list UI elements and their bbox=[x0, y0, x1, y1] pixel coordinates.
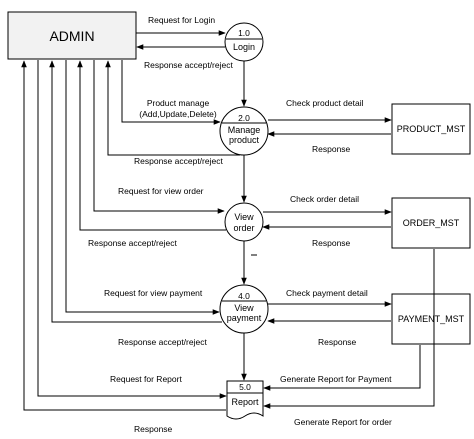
process-payment-label-1: View bbox=[234, 303, 254, 313]
flow-response-payment: Response accept/reject bbox=[49, 60, 222, 347]
admin-label: ADMIN bbox=[49, 28, 94, 44]
flow-product-manage-arrow bbox=[121, 60, 221, 125]
process-order-circle bbox=[224, 202, 264, 242]
flow-response-product-store: Response bbox=[267, 131, 391, 154]
flow-generate-payment-label: Generate Report for Payment bbox=[280, 374, 392, 384]
flow-check-payment: Check payment detail bbox=[268, 288, 392, 307]
flow-generate-payment-arrow bbox=[263, 345, 421, 391]
flow-response-product: Response accept/reject bbox=[105, 60, 240, 166]
flow-request-view-order: Request for view order bbox=[93, 60, 225, 214]
process-view-order: View order bbox=[224, 202, 264, 242]
flow-response-product-arrow bbox=[105, 60, 240, 156]
flow-request-view-payment: Request for view payment bbox=[65, 60, 220, 315]
flow-generate-order-label: Generate Report for order bbox=[294, 417, 392, 427]
process-product-label-2: product bbox=[229, 135, 260, 145]
flow-response-login-label: Response accept/reject bbox=[144, 60, 233, 70]
process-payment-number: 4.0 bbox=[238, 291, 250, 301]
flow-request-view-order-label: Request for view order bbox=[118, 186, 204, 196]
process-product-number: 2.0 bbox=[238, 113, 250, 123]
flow-response-login: Response accept/reject bbox=[136, 44, 233, 70]
flow-check-order: Check order detail bbox=[263, 194, 392, 215]
process-login-number: 1.0 bbox=[238, 28, 250, 38]
flow-response-report-arrow bbox=[21, 60, 226, 411]
flow-response-order-arrow bbox=[77, 60, 226, 231]
store-payment-label: PAYMENT_MST bbox=[398, 314, 465, 324]
flow-request-login: Request for Login bbox=[136, 15, 226, 36]
flow-request-report-label: Request for Report bbox=[110, 374, 182, 384]
admin-box bbox=[7, 11, 137, 60]
flow-product-manage-label-2: (Add,Update,Delete) bbox=[139, 109, 217, 119]
process-payment-label-2: payment bbox=[227, 313, 262, 323]
process-view-payment: 4.0 View payment bbox=[219, 284, 269, 334]
store-order-label: ORDER_MST bbox=[403, 218, 460, 228]
flow-request-view-payment-arrow bbox=[65, 60, 220, 315]
flow-generate-order-arrow bbox=[263, 249, 435, 409]
flow-request-report-arrow bbox=[37, 60, 227, 399]
flow-response-payment-label: Response accept/reject bbox=[118, 337, 207, 347]
flow-response-report: Response bbox=[21, 60, 226, 434]
flow-response-payment-store: Response bbox=[267, 318, 391, 347]
flow-request-login-label: Request for Login bbox=[148, 15, 215, 25]
store-order: ORDER_MST bbox=[391, 197, 471, 249]
process-order-label-2: order bbox=[233, 223, 254, 233]
process-login-label: Login bbox=[233, 42, 255, 52]
flow-response-order-store: Response bbox=[262, 224, 391, 248]
flow-request-view-order-arrow bbox=[93, 60, 225, 214]
store-payment-box bbox=[391, 293, 471, 345]
flow-response-order-store-label: Response bbox=[312, 238, 351, 248]
store-product-label: PRODUCT_MST bbox=[397, 124, 466, 134]
flow-check-product: Check product detail bbox=[268, 98, 392, 123]
flow-check-order-label: Check order detail bbox=[290, 194, 359, 204]
flow-request-report: Request for Report bbox=[37, 60, 227, 399]
process-manage-product: 2.0 Manage product bbox=[219, 106, 269, 156]
process-report: 5.0 Report bbox=[226, 380, 264, 420]
store-order-box bbox=[391, 197, 471, 249]
process-product-label-1: Manage bbox=[228, 125, 261, 135]
store-payment: PAYMENT_MST bbox=[391, 293, 471, 345]
admin-entity: ADMIN bbox=[7, 11, 137, 60]
store-product-box bbox=[391, 103, 471, 155]
flow-response-payment-arrow bbox=[49, 60, 222, 323]
flow-generate-payment: Generate Report for Payment bbox=[263, 345, 421, 391]
flow-response-report-label: Response bbox=[134, 424, 173, 434]
flow-response-order-label: Response accept/reject bbox=[88, 238, 177, 248]
flow-response-product-store-label: Response bbox=[312, 144, 351, 154]
process-report-shape bbox=[226, 380, 264, 420]
flow-response-payment-store-label: Response bbox=[318, 337, 357, 347]
flow-generate-order: Generate Report for order bbox=[263, 249, 435, 427]
flow-product-manage-label-1: Product manage bbox=[147, 98, 210, 108]
flow-check-product-label: Check product detail bbox=[286, 98, 364, 108]
process-report-label: Report bbox=[231, 397, 259, 407]
flow-response-product-label: Response accept/reject bbox=[134, 156, 223, 166]
store-product: PRODUCT_MST bbox=[391, 103, 471, 155]
flow-request-view-payment-label: Request for view payment bbox=[104, 288, 203, 298]
process-order-label-1: View bbox=[234, 212, 254, 222]
flow-check-payment-label: Check payment detail bbox=[286, 288, 368, 298]
flow-response-order: Response accept/reject bbox=[77, 60, 226, 248]
flow-product-manage: Product manage (Add,Update,Delete) bbox=[121, 60, 221, 125]
process-login: 1.0 Login bbox=[224, 22, 264, 62]
process-report-number: 5.0 bbox=[239, 382, 251, 392]
